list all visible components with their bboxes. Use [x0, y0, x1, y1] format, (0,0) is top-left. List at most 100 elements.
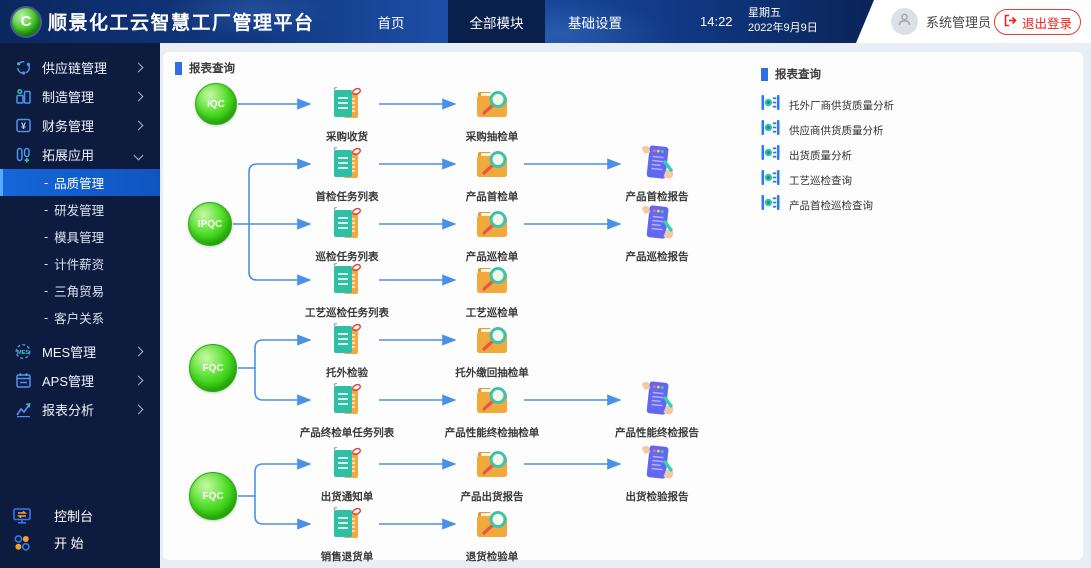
- report-document-icon: [637, 380, 677, 423]
- report-analysis-icon: [14, 401, 32, 418]
- flow-node-label: 产品巡检单: [465, 251, 519, 263]
- flow-node[interactable]: 退货检验单: [427, 506, 557, 564]
- flow-node[interactable]: 产品终检单任务列表: [282, 382, 412, 440]
- top-header: C 顺景化工云智慧工厂管理平台 首页 全部模块 基础设置 14:22 星期五 2…: [0, 0, 1091, 43]
- mes-gear-icon: MES: [14, 343, 32, 360]
- sidebar-subitem-crm[interactable]: - 客户关系: [0, 304, 160, 331]
- flow-node-label: 产品出货报告: [460, 491, 524, 503]
- header-date-block: 星期五 2022年9月9日: [748, 6, 818, 36]
- flow-node[interactable]: 工艺巡检任务列表: [282, 262, 412, 320]
- flow-node[interactable]: 产品巡检单: [427, 206, 557, 264]
- report-link-supplier-quality[interactable]: 供应商供货质量分析: [761, 120, 1073, 140]
- header-weekday: 星期五: [748, 7, 781, 19]
- flow-node[interactable]: 采购抽检单: [427, 86, 557, 144]
- report-link-shipment-quality[interactable]: 出货质量分析: [761, 145, 1073, 165]
- flow-node-label: 出货通知单: [320, 491, 374, 503]
- sidebar-subitem-quality[interactable]: - 品质管理: [0, 169, 160, 196]
- console-button[interactable]: 控制台: [0, 502, 160, 529]
- flow-node[interactable]: 采购收货: [282, 86, 412, 144]
- task-document-icon: [329, 86, 365, 127]
- report-document-icon: [637, 144, 677, 187]
- flow-node[interactable]: 产品性能终检报告: [592, 380, 722, 440]
- flow-node[interactable]: 工艺巡检单: [427, 262, 557, 320]
- report-link-label: 托外厂商供货质量分析: [789, 99, 894, 112]
- flow-node-label: 采购抽检单: [465, 131, 519, 143]
- username-label: 系统管理员: [926, 15, 992, 30]
- logout-icon: [1003, 14, 1017, 30]
- flow-node[interactable]: 产品性能终检抽检单: [427, 382, 557, 440]
- sidebar-item-report-analysis[interactable]: 报表分析: [0, 395, 160, 424]
- report-link-first-patrol-query[interactable]: 产品首检巡检查询: [761, 195, 1073, 215]
- report-link-label: 工艺巡检查询: [789, 174, 852, 187]
- header-dark-band: C 顺景化工云智慧工厂管理平台 首页 全部模块 基础设置 14:22 星期五 2…: [0, 0, 874, 43]
- subitem-label: 模具管理: [54, 231, 105, 245]
- sidebar-item-finance[interactable]: ¥ 财务管理: [0, 111, 160, 140]
- flow-node-label: 产品首检报告: [625, 191, 689, 203]
- inspection-sheet-icon: [474, 146, 510, 187]
- flow-node-label: 出货检验报告: [625, 491, 689, 503]
- report-link-process-patrol-query[interactable]: 工艺巡检查询: [761, 170, 1073, 190]
- chevron-right-icon: [133, 404, 144, 415]
- sidebar-subitem-piece-wage[interactable]: - 计件薪资: [0, 250, 160, 277]
- start-button[interactable]: 开 始: [0, 529, 160, 556]
- supply-chain-icon: [14, 59, 32, 76]
- sidebar-subitem-triangle-trade[interactable]: - 三角贸易: [0, 277, 160, 304]
- qc-badge-fqc-2[interactable]: FQC: [189, 472, 237, 520]
- inspection-sheet-icon: [474, 322, 510, 363]
- flow-node[interactable]: 产品出货报告: [427, 446, 557, 504]
- task-document-icon: [329, 382, 365, 423]
- user-icon: [897, 12, 912, 32]
- flow-node[interactable]: 首检任务列表: [282, 146, 412, 204]
- report-link-outsource-vendor-quality[interactable]: 托外厂商供货质量分析: [761, 95, 1073, 115]
- chevron-right-icon: [133, 120, 144, 131]
- tab-home[interactable]: 首页: [377, 15, 405, 31]
- report-link-label: 产品首检巡检查询: [789, 199, 873, 212]
- flow-node[interactable]: 产品首检单: [427, 146, 557, 204]
- tab-all-modules[interactable]: 全部模块: [448, 0, 545, 43]
- sidebar-item-manufacturing[interactable]: 制造管理: [0, 82, 160, 111]
- flow-node-label: 产品首检单: [465, 191, 519, 203]
- flow-node[interactable]: 出货通知单: [282, 446, 412, 504]
- app-title: 顺景化工云智慧工厂管理平台: [48, 13, 315, 34]
- flow-node[interactable]: 托外缴回抽检单: [427, 322, 557, 380]
- sidebar-item-extensions[interactable]: 拓展应用: [0, 140, 160, 169]
- sidebar: 供应链管理 制造管理 ¥ 财务管理 拓展应用: [0, 43, 160, 568]
- flow-node[interactable]: 销售退货单: [282, 506, 412, 564]
- report-query-icon: [761, 193, 780, 217]
- subitem-label: 计件薪资: [54, 258, 105, 272]
- inspection-sheet-icon: [474, 382, 510, 423]
- flow-node[interactable]: 托外检验: [282, 322, 412, 380]
- flow-node[interactable]: 出货检验报告: [592, 444, 722, 504]
- qc-badge-fqc-1[interactable]: FQC: [189, 344, 237, 392]
- chevron-right-icon: [133, 91, 144, 102]
- extensions-icon: [14, 146, 32, 163]
- sidebar-subitem-mold[interactable]: - 模具管理: [0, 223, 160, 250]
- subitem-dash: -: [44, 229, 49, 244]
- tab-basic-settings[interactable]: 基础设置: [568, 15, 622, 31]
- header-date: 2022年9月9日: [748, 22, 818, 34]
- sidebar-item-supply-chain[interactable]: 供应链管理: [0, 53, 160, 82]
- flow-node[interactable]: 巡检任务列表: [282, 206, 412, 264]
- report-query-icon: [761, 118, 780, 142]
- flow-node[interactable]: 产品首检报告: [592, 144, 722, 204]
- flow-node-label: 产品性能终检报告: [615, 427, 699, 439]
- report-document-icon: [637, 444, 677, 487]
- inspection-sheet-icon: [474, 86, 510, 127]
- flow-node-label: 采购收货: [326, 131, 368, 143]
- sidebar-subitem-rnd[interactable]: - 研发管理: [0, 196, 160, 223]
- task-document-icon: [329, 262, 365, 303]
- qc-badge-iqc[interactable]: IQC: [195, 83, 237, 125]
- flow-node-label: 托外缴回抽检单: [455, 367, 529, 379]
- sidebar-item-aps[interactable]: APS管理: [0, 366, 160, 395]
- task-document-icon: [329, 446, 365, 487]
- flow-node-label: 首检任务列表: [315, 191, 379, 203]
- svg-text:¥: ¥: [20, 121, 25, 131]
- report-query-icon: [761, 93, 780, 117]
- user-avatar[interactable]: [891, 8, 918, 35]
- flow-node[interactable]: 产品巡检报告: [592, 204, 722, 264]
- qc-badge-ipqc[interactable]: IPQC: [188, 202, 232, 246]
- logo: C 顺景化工云智慧工厂管理平台: [12, 0, 315, 43]
- title-bullet-icon: [175, 61, 182, 75]
- logout-button[interactable]: 退出登录: [994, 9, 1081, 35]
- sidebar-item-mes[interactable]: MES MES管理: [0, 337, 160, 366]
